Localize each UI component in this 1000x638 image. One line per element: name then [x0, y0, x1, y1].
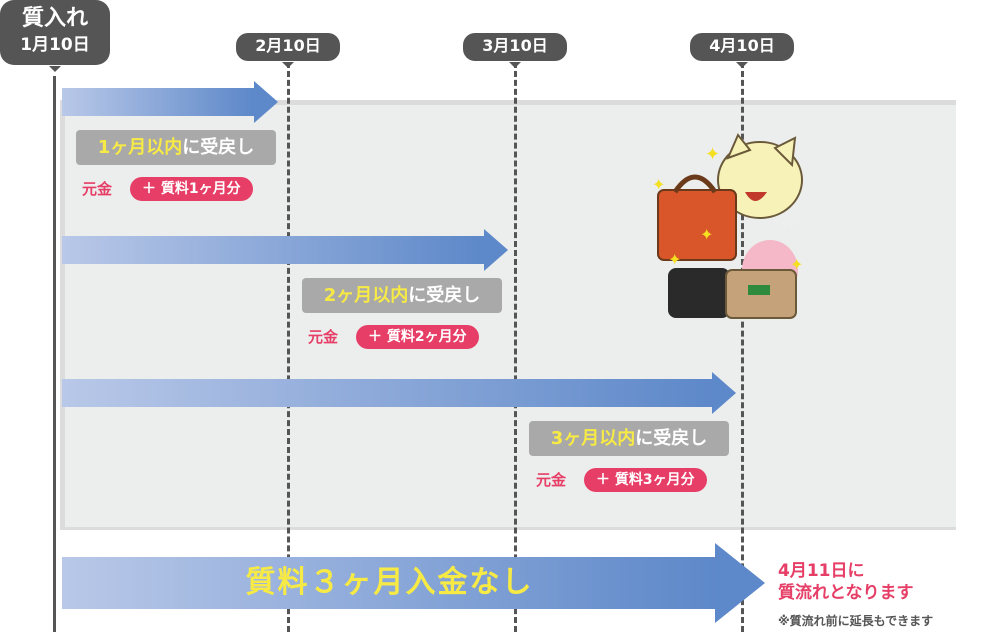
arrow-3-month: [62, 372, 736, 414]
date-line-apr: [741, 62, 744, 632]
principal-1: 元金: [82, 180, 113, 198]
suffix: に受戻し: [635, 428, 708, 449]
no-payment-arrowhead: [715, 543, 765, 623]
svg-text:✦: ✦: [705, 144, 720, 165]
extension-note: ※質流れ前に延長もできます: [778, 614, 934, 628]
fee-pill-3: ＋ 質料3ヶ月分: [584, 468, 707, 492]
principal-3: 元金: [536, 471, 567, 489]
redeem-label-2: 2ヶ月以内に受戻し: [302, 278, 502, 313]
suffix: に受戻し: [408, 285, 481, 306]
fee-pill-1: ＋ 質料1ヶ月分: [130, 177, 253, 201]
redeem-label-1: 1ヶ月以内に受戻し: [76, 130, 276, 165]
date-line-feb: [287, 62, 290, 632]
suffix: に受戻し: [182, 137, 255, 158]
period: 2ヶ月以内: [323, 285, 409, 306]
cat-mascot-illustration: ✦ ✦ ✦ ✦ ✦: [652, 133, 808, 319]
forfeit-text: 質流れとなります: [778, 583, 914, 603]
start-title: 質入れ: [21, 6, 88, 31]
svg-text:✦: ✦: [668, 250, 681, 269]
svg-text:✦: ✦: [790, 255, 803, 274]
forfeit-date: 4月11日に: [778, 561, 865, 581]
forfeit-notice: 4月11日に 質流れとなります: [778, 560, 914, 604]
fee-pill-2: ＋ 質料2ヶ月分: [356, 325, 479, 349]
arrow-2-month: [62, 229, 508, 271]
svg-text:✦: ✦: [700, 225, 713, 244]
start-date: 1月10日: [20, 35, 90, 55]
date-tag-apr: 4月10日: [690, 33, 794, 68]
start-line: [53, 76, 56, 632]
arrow-1-month: [62, 81, 278, 123]
no-payment-arrow: 質料３ヶ月入金なし: [62, 557, 717, 609]
date-line-mar: [514, 62, 517, 632]
date-tag-mar: 3月10日: [463, 33, 567, 68]
start-tag: 質入れ 1月10日: [0, 0, 110, 72]
redeem-label-3: 3ヶ月以内に受戻し: [529, 421, 729, 456]
period: 1ヶ月以内: [97, 137, 183, 158]
svg-text:✦: ✦: [652, 175, 665, 194]
period: 3ヶ月以内: [550, 428, 636, 449]
period-panel: [60, 100, 956, 530]
date-tag-feb: 2月10日: [236, 33, 340, 68]
principal-2: 元金: [308, 328, 339, 346]
